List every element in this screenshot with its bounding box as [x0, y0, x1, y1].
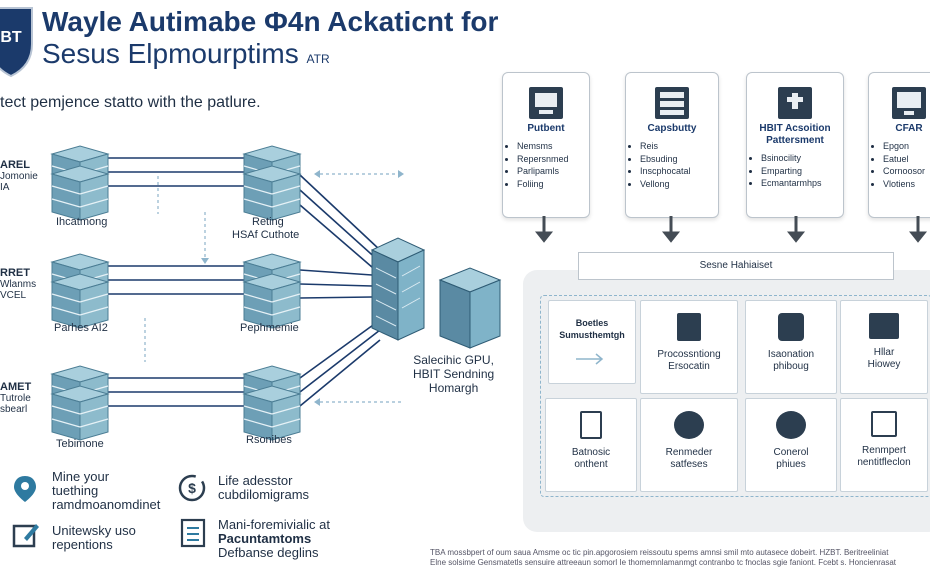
node-label-row2-left: Parhes AI2 — [54, 322, 108, 334]
node-label-row1-right-line1: Reting — [252, 216, 284, 228]
title-suffix: ATR — [306, 52, 330, 66]
card-3-title: HBIT Acsoition Pattersment — [759, 123, 831, 146]
card-2[interactable]: Capsbutty ReisEbsudingInscphocatalVellon… — [625, 72, 719, 218]
tagline: tect pemjence statto with the patlure. — [0, 94, 261, 111]
card-3[interactable]: HBIT Acsoition Pattersment BsinocilityEm… — [746, 72, 844, 218]
process-grid-border — [540, 295, 930, 497]
dollar-refresh-icon: $ — [176, 472, 210, 509]
checklist-icon — [180, 518, 208, 555]
arrow-icon — [576, 353, 604, 365]
connector-icon — [778, 313, 804, 341]
server-chip-icon — [655, 87, 689, 119]
hub-bar[interactable]: Sesne Hahiaiset — [578, 252, 894, 280]
network-diagram — [51, 145, 502, 441]
grid-cell-8[interactable]: Renmpert nentitfleclon — [840, 398, 928, 492]
card-4-title: CFAR — [895, 123, 923, 134]
shield-logo: BT — [0, 4, 34, 78]
document-icon — [580, 411, 602, 439]
grid-cell-6[interactable]: Renmeder satfeses — [640, 398, 738, 492]
svg-text:$: $ — [188, 480, 196, 496]
card-4[interactable]: CFAR EpgonEatuelCornoosorVlotiens — [868, 72, 930, 218]
page-title: Wayle Autimabe Ф4n Ackaticnt for Sesus E… — [42, 6, 498, 75]
node-label-row2-right: Pephmemie — [240, 322, 299, 334]
monitor-icon — [529, 87, 563, 119]
edit-icon — [12, 520, 40, 555]
grid-cell-7[interactable]: Conerol phiues — [745, 398, 837, 492]
shield-logo-text: BT — [0, 29, 22, 46]
node-label-row3-right: Rsonibes — [246, 434, 292, 446]
grid-cell-3[interactable]: Isaonation phiboug — [745, 300, 837, 394]
printer-icon — [677, 313, 701, 341]
usb-device-icon — [778, 87, 812, 119]
node-label-row1-right-line2: HSAf Cuthote — [232, 229, 300, 241]
footer-note: TBA mossbpert of oum saua Amsme oc tic p… — [430, 548, 897, 567]
building-icon — [869, 313, 899, 339]
node-label-row3-left: Tebimone — [56, 438, 104, 450]
cogs-icon — [776, 411, 806, 439]
grid-cell-2[interactable]: Procossntiong Ersocatin — [640, 300, 738, 394]
grid-cell-5[interactable]: Batnosic onthent — [545, 398, 637, 492]
card-down-arrows — [534, 216, 928, 243]
gears-icon — [674, 411, 704, 439]
node-label-row1-left: Ihcatmong — [56, 216, 108, 228]
title-line2: Sesus Elpmourptims — [42, 38, 299, 69]
location-pin-icon — [12, 474, 38, 509]
grid-cell-4[interactable]: Hllar Hiowey — [840, 300, 928, 394]
card-1[interactable]: Putbent NemsmsRepersnmedParlipamlsFoliin… — [502, 72, 590, 218]
card-2-title: Capsbutty — [647, 123, 697, 134]
export-icon — [871, 411, 897, 437]
grid-cell-1[interactable]: Boetles Sumusthemtgh — [548, 300, 636, 384]
desktop-icon — [892, 87, 926, 119]
card-1-title: Putbent — [527, 123, 565, 134]
title-line1: Wayle Autimabe Ф4n Ackaticnt for — [42, 6, 499, 37]
